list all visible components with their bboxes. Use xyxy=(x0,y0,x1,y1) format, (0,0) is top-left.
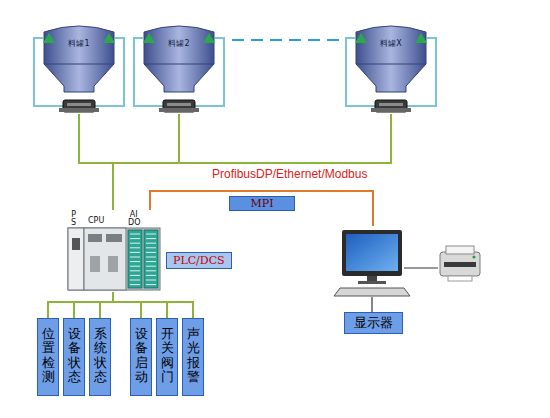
system-label: PLC/DCS xyxy=(173,254,225,267)
connector xyxy=(113,292,167,318)
io-box: 位置检测 xyxy=(37,318,59,396)
silo-illustration xyxy=(342,22,440,114)
io-function: 开关阀门 xyxy=(161,327,174,384)
edge-label: MPI xyxy=(229,196,295,211)
connector xyxy=(74,292,113,318)
io-function: 声光报警 xyxy=(187,327,200,384)
silo-illustration xyxy=(30,22,128,114)
io-box: 声光报警 xyxy=(182,318,204,396)
silo-illustration xyxy=(130,22,228,114)
silo-name: 料罐2 xyxy=(130,38,228,49)
silo-node: 料罐1 xyxy=(30,22,128,114)
bus-label: ProfibusDP/Ethernet/Modbus xyxy=(212,167,367,181)
plc-rack-illustration xyxy=(66,210,162,292)
io-box: 设备启动 xyxy=(130,318,152,396)
module-label: AI DO xyxy=(128,211,139,227)
connector xyxy=(150,191,373,226)
connector xyxy=(100,292,113,318)
silo-name: 料罐X xyxy=(342,38,440,49)
connector xyxy=(48,292,113,318)
io-box: 设备状态 xyxy=(63,318,85,396)
connector xyxy=(79,114,113,210)
io-function: 设备状态 xyxy=(68,327,81,384)
plc-rack: P S CPU AI DO xyxy=(66,210,162,292)
plc-label-box: PLC/DCS xyxy=(166,252,232,269)
io-function: 设备启动 xyxy=(135,327,148,384)
dashed-link xyxy=(232,39,340,41)
io-function: 系统状态 xyxy=(94,327,107,384)
io-box: 系统状态 xyxy=(89,318,111,396)
connector xyxy=(113,114,391,210)
io-box: 开关阀门 xyxy=(156,318,178,396)
printer-cable xyxy=(404,267,438,268)
silo-node: 料罐2 xyxy=(130,22,228,114)
printer-icon xyxy=(440,246,480,281)
module-label: CPU xyxy=(88,217,104,225)
connector xyxy=(113,292,193,318)
module-label: P S xyxy=(71,211,76,227)
display-label: 显示器 xyxy=(344,312,403,334)
silo-name: 料罐1 xyxy=(30,38,128,49)
connector xyxy=(113,292,141,318)
io-function: 位置检测 xyxy=(42,327,55,384)
computer-node: 显示器 xyxy=(332,226,414,334)
silo-node: 料罐X xyxy=(342,22,440,114)
